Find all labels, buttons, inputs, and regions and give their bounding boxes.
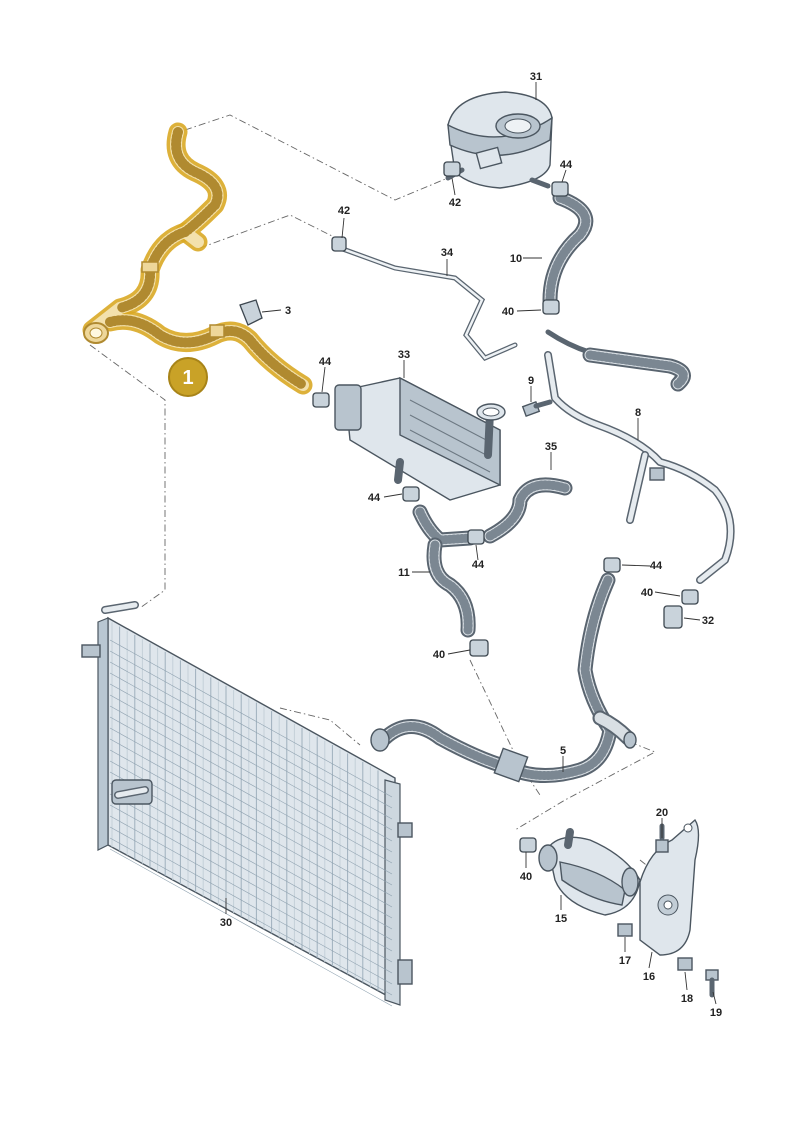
- callout-40: 40: [433, 649, 445, 661]
- bracket-16: [639, 818, 700, 956]
- callout-16: 16: [643, 971, 655, 983]
- callout-35: 35: [545, 441, 557, 453]
- hose-5: [370, 572, 637, 784]
- callout-11: 11: [398, 567, 410, 579]
- callout-31: 31: [530, 71, 542, 83]
- callout-30: 30: [220, 917, 232, 929]
- callout-17: 17: [619, 955, 631, 967]
- callout-40: 40: [502, 306, 514, 318]
- water-pump-15: [538, 828, 641, 916]
- callout-42: 42: [338, 205, 350, 217]
- radiator-fins: [109, 622, 393, 1007]
- callout-3: 3: [285, 305, 291, 317]
- callout-10: 10: [510, 253, 522, 265]
- callout-44: 44: [368, 492, 381, 504]
- callout-40: 40: [520, 871, 532, 883]
- right-hose: [545, 329, 691, 392]
- callout-19: 19: [710, 1007, 722, 1019]
- callout-42: 42: [449, 197, 461, 209]
- expansion-tank: [445, 91, 553, 189]
- callout-34: 34: [441, 247, 454, 259]
- callout-5: 5: [560, 745, 566, 757]
- clamp-3: [239, 299, 263, 326]
- callout-44: 44: [650, 560, 663, 572]
- callout-44: 44: [319, 356, 332, 368]
- pipe-8: [544, 351, 735, 584]
- callout-8: 8: [635, 407, 641, 419]
- callout-labels: 31 44 42 42 10 34 3 40 44 33 9 8 35 44 4…: [220, 71, 722, 1019]
- callout-15: 15: [555, 913, 567, 925]
- callout-9: 9: [528, 375, 534, 387]
- hose-10: [542, 190, 594, 308]
- part-1-badge-label: 1: [182, 367, 193, 389]
- heat-exchanger-33: [334, 376, 506, 501]
- callout-32: 32: [702, 615, 714, 627]
- hose-clamps: [312, 161, 699, 853]
- callout-44: 44: [472, 559, 485, 571]
- hose-35: [482, 477, 573, 544]
- callout-20: 20: [656, 807, 668, 819]
- callout-18: 18: [681, 993, 693, 1005]
- hose-1-highlighted: [82, 122, 313, 395]
- pipe-34: [337, 245, 518, 362]
- part-1-badge: 1: [168, 357, 208, 397]
- callout-33: 33: [398, 349, 410, 361]
- radiator: [81, 601, 413, 1007]
- hose-11: [412, 504, 478, 638]
- callout-44: 44: [560, 159, 573, 171]
- callout-40: 40: [641, 587, 653, 599]
- leader-lines: [225, 82, 717, 1005]
